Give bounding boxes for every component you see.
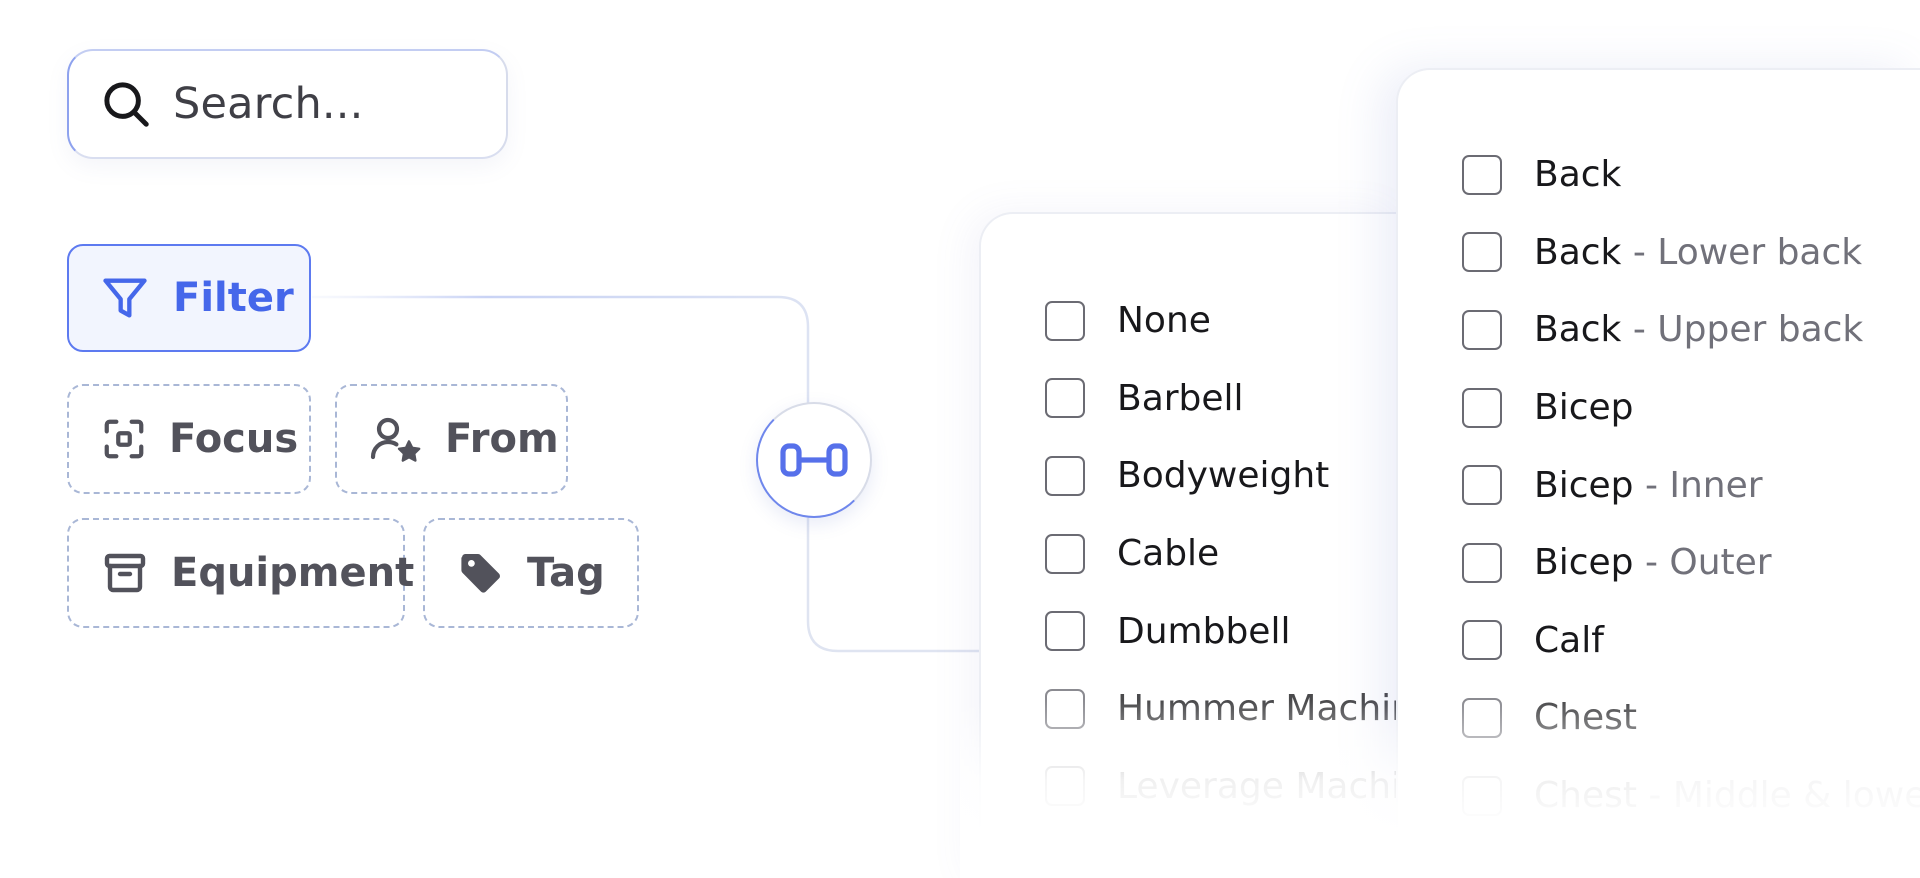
checkbox[interactable] [1045,455,1085,496]
muscle-option[interactable]: Back [1462,136,1920,214]
checkbox[interactable] [1045,300,1085,341]
checkbox[interactable] [1462,309,1502,350]
option-label: Bodyweight [1117,455,1330,497]
checkbox[interactable] [1462,465,1502,506]
tag-button[interactable]: Tag [423,518,639,628]
option-label: Back - Lower back [1534,231,1863,273]
search-icon [104,82,149,127]
muscle-option[interactable]: Chest - Middle & lower [1462,757,1920,835]
option-label: Chest - Middle & lower [1534,775,1920,817]
option-label: Cable [1117,533,1220,575]
equipment-option[interactable]: Cable [1045,515,1399,593]
focus-frame-icon [104,419,144,459]
checkbox[interactable] [1045,611,1085,652]
user-star-icon [370,417,421,462]
checkbox[interactable] [1462,154,1502,195]
filter-button[interactable]: Filter [67,244,311,352]
option-label: Leverage Machine [1117,765,1399,807]
option-label: Calf [1534,619,1604,661]
tag-icon [461,554,500,593]
checkbox[interactable] [1462,387,1502,428]
muscle-options-list: Back Back - Lower back Back - Upper back… [1462,136,1920,834]
from-button[interactable]: From [335,384,568,494]
filter-label: Filter [173,275,294,321]
equipment-option[interactable]: Hummer Machine [1045,670,1399,748]
funnel-icon [103,278,147,318]
checkbox[interactable] [1462,542,1502,583]
muscle-option[interactable]: Back - Lower back [1462,214,1920,292]
checkbox[interactable] [1462,775,1502,816]
muscle-option[interactable]: Calf [1462,602,1920,680]
equipment-option[interactable]: Chest [1045,825,1399,878]
option-label: Back - Upper back [1534,309,1864,351]
muscle-option[interactable]: Back - Upper back [1462,291,1920,369]
checkbox[interactable] [1045,766,1085,807]
focus-button[interactable]: Focus [67,384,311,494]
tag-label: Tag [527,550,605,596]
muscle-option[interactable]: Bicep - Outer [1462,524,1920,602]
muscle-options-panel: Back Back - Lower back Back - Upper back… [1396,68,1920,878]
checkbox[interactable] [1462,620,1502,661]
option-label: Hummer Machine [1117,688,1399,730]
equipment-options-list: None Barbell Bodyweight Cable Dumbbell H… [1045,282,1399,878]
checkbox[interactable] [1045,533,1085,574]
equipment-option[interactable]: Barbell [1045,360,1399,438]
checkbox[interactable] [1045,688,1085,729]
checkbox[interactable] [1462,232,1502,273]
checkbox[interactable] [1045,378,1085,419]
equipment-options-panel: None Barbell Bodyweight Cable Dumbbell H… [979,212,1399,878]
dumbbell-icon [780,443,848,477]
archive-box-icon [104,553,146,593]
equipment-node[interactable] [756,402,872,518]
checkbox[interactable] [1045,843,1085,878]
option-label: Bicep - Outer [1534,542,1772,584]
option-label: Chest [1117,843,1220,878]
option-label: Bicep [1534,387,1634,429]
equipment-button[interactable]: Equipment [67,518,414,628]
equipment-option[interactable]: Dumbbell [1045,592,1399,670]
search-input[interactable]: Search... [173,79,364,129]
option-label: Bicep - Inner [1534,464,1763,506]
equipment-option[interactable]: None [1045,282,1399,360]
checkbox[interactable] [1462,697,1502,738]
muscle-option[interactable]: Chest [1462,679,1920,757]
search-bar[interactable]: Search... [67,49,508,159]
equipment-option[interactable]: Bodyweight [1045,437,1399,515]
equipment-option[interactable]: Leverage Machine [1045,748,1399,826]
focus-label: Focus [169,416,299,462]
option-label: Barbell [1117,377,1244,419]
muscle-option[interactable]: Bicep [1462,369,1920,447]
from-label: From [445,416,559,462]
option-label: Dumbbell [1117,610,1291,652]
option-label: None [1117,300,1211,342]
muscle-option[interactable]: Bicep - Inner [1462,446,1920,524]
equipment-label: Equipment [171,550,415,596]
option-label: Chest [1534,697,1637,739]
option-label: Back [1534,154,1622,196]
